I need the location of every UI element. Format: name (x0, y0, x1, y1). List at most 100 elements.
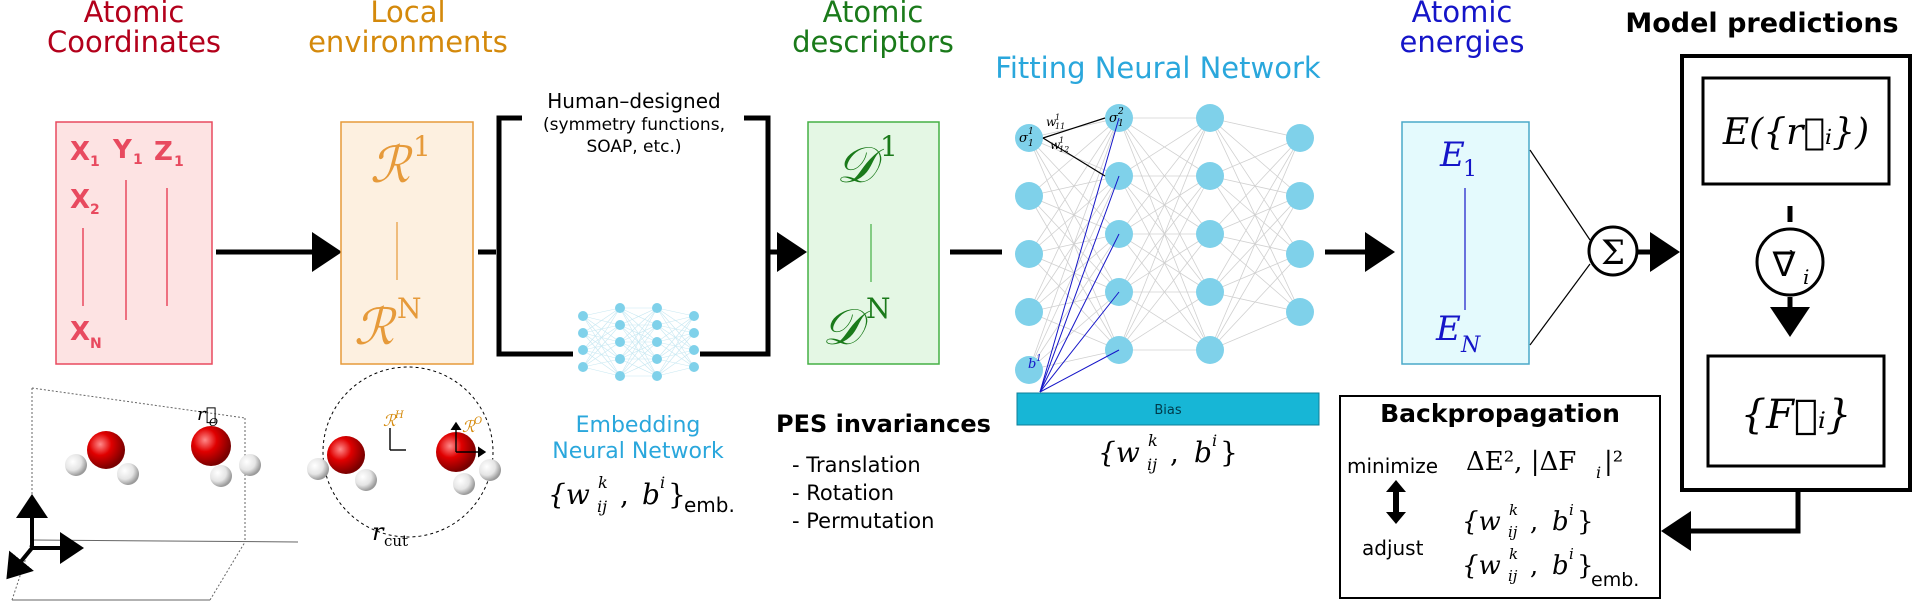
pes-title: PES invariances (776, 410, 991, 438)
cutoff-sphere (322, 366, 494, 538)
header-local-environments: Local environments (308, 0, 508, 59)
network-edge (1209, 195, 1301, 351)
coordinate-frame (11, 387, 299, 601)
coord-x1: X (70, 137, 90, 167)
r-h-sup: H (394, 410, 404, 421)
cutoff-labels: ℛ H ℛ O (383, 410, 482, 436)
network-node (615, 337, 625, 347)
param-close: } (1577, 551, 1594, 581)
network-edge (619, 341, 658, 377)
weight-sup: 1 (1055, 113, 1060, 122)
network-node (1286, 182, 1314, 210)
loss-expression: ΔE², |ΔF (1466, 447, 1576, 477)
network-node (1015, 356, 1043, 384)
network-node (1196, 278, 1224, 306)
human-designed-label: Human–designed (symmetry functions, SOAP… (543, 89, 725, 157)
header-line: Atomic (84, 0, 185, 29)
param-sup: k (1148, 431, 1158, 450)
backprop-params-2: {w k ij , b i } emb. (1462, 545, 1639, 591)
local-env-top-sup: 1 (413, 130, 431, 163)
param-b: b (1552, 551, 1569, 581)
descriptor-bottom-sup: N (866, 292, 891, 325)
header-line: Coordinates (47, 25, 221, 59)
sigma-label: σ (1109, 111, 1119, 126)
coord-sub: 2 (90, 202, 100, 218)
arrow-predictions-to-backprop (1661, 492, 1801, 551)
network-node (615, 320, 625, 330)
param-comma: , (1530, 507, 1538, 537)
network-node (578, 345, 588, 355)
network-node (615, 354, 625, 364)
bias-edge (1039, 349, 1120, 393)
param-sup: i (1212, 431, 1217, 450)
loss-end: |² (1604, 447, 1623, 477)
bias-node-sup: 1 (1036, 354, 1042, 364)
coordinates-content: X 1 Y 1 Z 1 X 2 X N (70, 135, 184, 352)
network-edge (582, 341, 621, 368)
param-sub: ij (597, 497, 607, 516)
bias-edge (1039, 175, 1120, 393)
weight-label: w (1046, 115, 1057, 129)
descriptor-branch (478, 115, 807, 357)
param-sup: k (1509, 501, 1518, 519)
weight-edge-w12 (1042, 137, 1106, 177)
network-node (689, 345, 699, 355)
param-sup: k (598, 473, 608, 492)
sum-symbol: Σ (1601, 233, 1625, 273)
network-edge (619, 307, 658, 377)
loss-sub: i (1596, 463, 1601, 482)
param-close: } (1577, 507, 1594, 537)
param-w: {w (1462, 551, 1501, 581)
network-node (652, 320, 662, 330)
network-edge (619, 307, 658, 326)
weight-edge-w11 (1042, 117, 1106, 139)
param-sup: k (1509, 545, 1518, 563)
network-edge (656, 349, 695, 377)
bias-node-label: b (1028, 357, 1036, 372)
param-b: b (642, 478, 660, 511)
network-edge (582, 307, 621, 368)
rcut-label: r cut (372, 518, 408, 550)
rcut-sub: cut (384, 532, 408, 550)
param-w: {w (1462, 507, 1501, 537)
bias-edge (1039, 291, 1120, 393)
network-edge (656, 307, 695, 317)
position-vector-label: r⃗ O (197, 404, 218, 429)
network-node (652, 371, 662, 381)
network-edge (1028, 349, 1120, 371)
coord-sub: 1 (133, 152, 143, 168)
network-edge (1118, 175, 1211, 351)
network-node (1196, 104, 1224, 132)
fitting-neural-network (1015, 104, 1314, 393)
network-edge (619, 307, 658, 360)
network-edge (656, 315, 695, 360)
network-edge (1118, 233, 1211, 351)
bias-label: Bias (1154, 403, 1181, 418)
param-comma: , (1530, 551, 1538, 581)
param-sup: i (1569, 501, 1574, 519)
backprop-loss: ΔE², |ΔF i |² (1466, 447, 1623, 482)
network-node (1196, 220, 1224, 248)
network-node (1015, 298, 1043, 326)
coord-sub: 1 (174, 154, 184, 170)
network-node (1286, 124, 1314, 152)
pes-list: - Translation - Rotation - Permutation (792, 453, 934, 533)
local-env-bottom: ℛ (354, 298, 397, 356)
header-line: energies (1400, 25, 1525, 59)
weight-sup: 1 (1059, 136, 1064, 145)
energy-prediction-box (1701, 76, 1891, 186)
network-edge (1209, 137, 1301, 177)
forces-prediction-box (1706, 354, 1886, 468)
network-edge (656, 332, 695, 377)
network-nodes (578, 303, 699, 381)
network-edge (656, 315, 695, 343)
network-edge (656, 366, 695, 377)
header-line: environments (308, 25, 508, 59)
descriptor-top-sup: 1 (880, 130, 898, 163)
network-edge (619, 324, 658, 377)
energies-content: E 1 E N (1435, 135, 1481, 358)
embedding-neural-network (578, 303, 699, 381)
network-node (1196, 162, 1224, 190)
weight-sub: 12 (1059, 145, 1069, 154)
coord-xn: X (70, 317, 90, 347)
